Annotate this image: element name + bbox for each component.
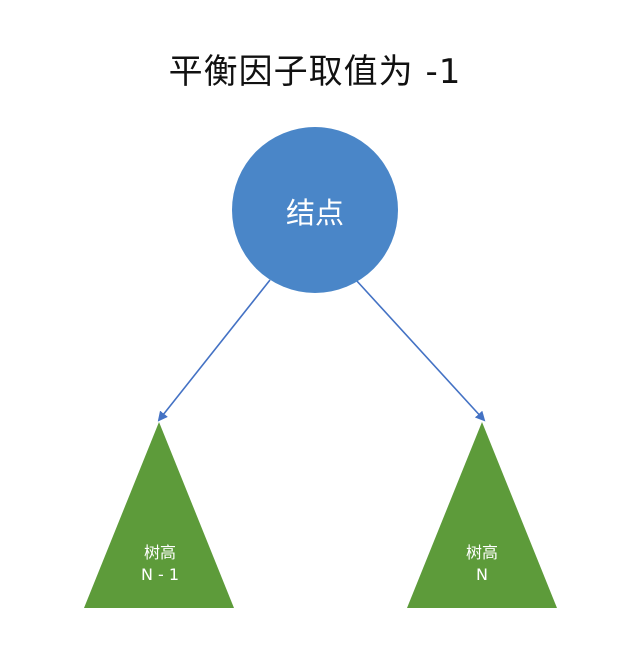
right-subtree-height-label: 树高 (465, 543, 498, 562)
edge-right (355, 279, 486, 422)
root-node (232, 127, 398, 293)
edge-left (157, 279, 271, 422)
root-node-label: 结点 (285, 196, 344, 230)
left-subtree-triangle (84, 422, 234, 608)
left-subtree-height-label: 树高 (143, 543, 176, 562)
right-subtree-triangle (407, 422, 557, 608)
left-subtree-label: 树高 N - 1 (90, 542, 230, 586)
right-subtree-label: 树高 N (412, 542, 552, 586)
left-subtree-height-value: N - 1 (140, 565, 180, 584)
right-subtree-height-value: N (476, 565, 488, 584)
page-title: 平衡因子取值为 -1 (168, 52, 462, 92)
